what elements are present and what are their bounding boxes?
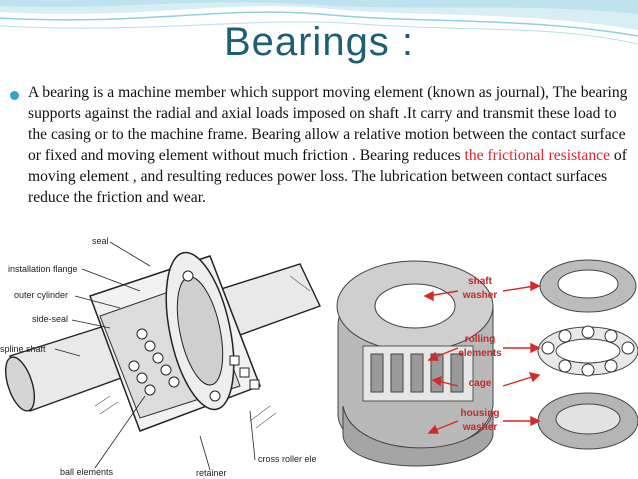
paragraph-part2: of moving element , and resulting reduce… — [28, 147, 627, 206]
exploded-components — [537, 259, 638, 450]
bullet-paragraph: A bearing is a machine member which supp… — [10, 82, 632, 208]
label-spline-shaft: spline shaft — [0, 344, 46, 354]
header-wave-decoration — [0, 0, 638, 45]
highlight-text: the frictional resistance — [464, 147, 610, 164]
label-rolling: rolling — [465, 334, 496, 345]
label-cage: cage — [469, 378, 492, 389]
label-housing-washer: washer — [462, 422, 498, 433]
label-shaft: shaft — [468, 276, 493, 287]
label-installation-flange: installation flange — [8, 264, 78, 274]
label-retainer: retainer — [196, 468, 227, 478]
label-cross-roller: cross roller ele — [258, 454, 317, 464]
label-side-seal: side-seal — [32, 314, 68, 324]
paragraph-text: A bearing is a machine member which supp… — [28, 82, 632, 208]
slide-title: Bearings : — [223, 20, 415, 64]
label-rolling-elements: elements — [458, 348, 502, 359]
label-housing: housing — [461, 408, 500, 419]
thrust-bearing-diagram: shaft washer rolling elements cage housi… — [333, 236, 638, 479]
label-outer-cylinder: outer cylinder — [14, 290, 68, 300]
label-seal: seal — [92, 236, 109, 246]
assembled-bearing — [336, 260, 494, 467]
label-ball-elements: ball elements — [60, 467, 114, 477]
label-shaft-washer: washer — [462, 290, 498, 301]
linear-bearing-diagram: seal installation flange outer cylinder … — [0, 236, 336, 479]
bullet-icon — [10, 91, 19, 100]
paragraph-part1: A bearing is a machine member which supp… — [28, 84, 628, 164]
